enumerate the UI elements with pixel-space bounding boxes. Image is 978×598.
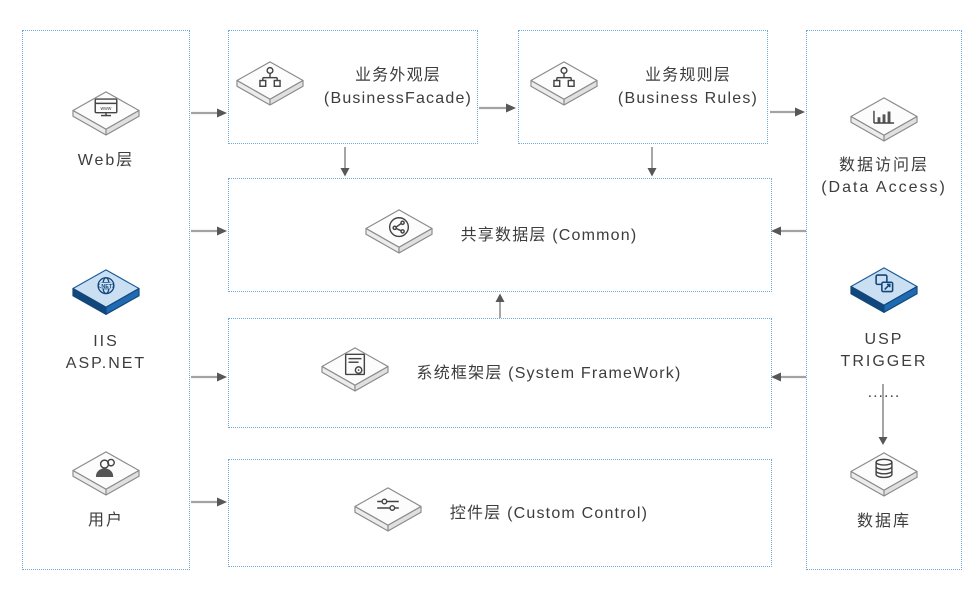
sitemap-icon bbox=[530, 61, 598, 106]
left-client-container bbox=[22, 30, 190, 570]
database-label: 数据库 bbox=[856, 513, 911, 530]
arrow-usp-to-database bbox=[878, 384, 888, 445]
right-data-container bbox=[806, 30, 962, 570]
web-node: Web层 bbox=[22, 89, 190, 172]
database-node: 数据库 bbox=[806, 450, 962, 533]
data-access-label-line1: 数据访问层 bbox=[838, 157, 929, 174]
database-cylinder-icon bbox=[850, 452, 918, 497]
framework-layer-title: 系统框架层 (System FrameWork) bbox=[416, 364, 682, 382]
facade-layer-title: 业务外观层 bbox=[354, 67, 441, 84]
arrow-user-to-control bbox=[191, 497, 227, 507]
arrow-facade-to-rules bbox=[479, 103, 516, 113]
sql-pages-icon bbox=[850, 267, 918, 313]
arrow-web-to-facade bbox=[191, 108, 227, 118]
sitemap-icon bbox=[236, 61, 304, 106]
facade-layer-label: 业务外观层 (BusinessFacade) bbox=[324, 64, 472, 110]
person-icon bbox=[72, 451, 140, 496]
bar-chart-icon bbox=[850, 97, 918, 142]
framework-layer-box: 系统框架层 (System FrameWork) bbox=[228, 318, 772, 428]
arrow-usp-to-framework bbox=[771, 372, 806, 382]
user-node: 用户 bbox=[22, 449, 190, 532]
left-column-nodes: Web层 IIS ASP.NET 用户 bbox=[22, 30, 190, 570]
usp-label-line1: USP bbox=[864, 331, 904, 348]
rules-layer-subtitle: (Business Rules) bbox=[617, 90, 759, 107]
data-access-node: 数据访问层 (Data Access) bbox=[806, 95, 962, 199]
web-label: Web层 bbox=[77, 152, 135, 169]
arrow-facade-to-common bbox=[340, 147, 350, 177]
control-layer-box: 控件层 (Custom Control) bbox=[228, 459, 772, 567]
common-layer-box: 共享数据层 (Common) bbox=[228, 178, 772, 292]
arrow-rules-to-common bbox=[647, 147, 657, 177]
arrow-iis-to-common bbox=[191, 226, 227, 236]
facade-layer-subtitle: (BusinessFacade) bbox=[323, 90, 473, 107]
form-document-icon bbox=[320, 347, 389, 392]
dotnet-globe-icon bbox=[72, 269, 140, 315]
browser-window-icon bbox=[72, 91, 140, 136]
arrow-rules-to-dataaccess bbox=[770, 107, 805, 117]
arrow-iis-to-framework bbox=[191, 372, 227, 382]
sliders-icon bbox=[354, 487, 422, 532]
share-circle-icon bbox=[364, 209, 433, 254]
user-label: 用户 bbox=[87, 512, 124, 529]
rules-layer-title: 业务规则层 bbox=[644, 67, 731, 84]
control-layer-title: 控件层 (Custom Control) bbox=[449, 504, 649, 522]
usp-label-line2: TRIGGER bbox=[840, 353, 928, 370]
data-access-label-line2: (Data Access) bbox=[821, 179, 947, 196]
rules-layer-label: 业务规则层 (Business Rules) bbox=[618, 64, 758, 110]
arrow-dataaccess-to-common bbox=[771, 226, 806, 236]
iis-label-line2: ASP.NET bbox=[65, 355, 147, 372]
facade-layer-box: 业务外观层 (BusinessFacade) bbox=[228, 30, 478, 144]
iis-label-line1: IIS bbox=[93, 333, 119, 350]
rules-layer-box: 业务规则层 (Business Rules) bbox=[518, 30, 768, 144]
iis-node: IIS ASP.NET bbox=[22, 267, 190, 375]
common-layer-title: 共享数据层 (Common) bbox=[460, 226, 638, 244]
right-column-nodes: 数据访问层 (Data Access) USP TRIGGER ...... 数… bbox=[806, 30, 962, 570]
arrow-framework-to-common bbox=[495, 293, 505, 318]
